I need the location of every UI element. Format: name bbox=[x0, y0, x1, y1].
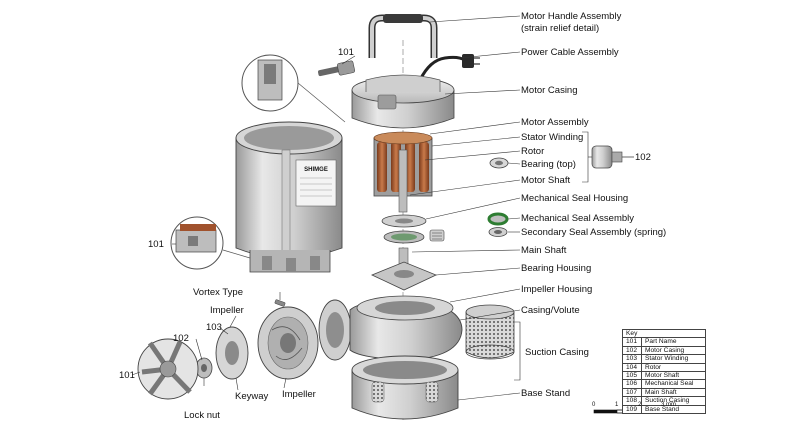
label-mechanical-seal-housing: Mechanical Seal Housing bbox=[521, 193, 629, 204]
key-table-header: Key bbox=[622, 328, 706, 339]
label-power-cable-assembly: Power Cable Assembly bbox=[521, 47, 619, 58]
key-part: Motor Shaft bbox=[641, 371, 706, 381]
suction-casing bbox=[465, 304, 515, 360]
detail-circle-top bbox=[241, 54, 346, 123]
volute-casing bbox=[318, 295, 463, 361]
label-motor-handle-assembly: Motor Handle Assembly bbox=[521, 11, 622, 22]
base-stand bbox=[351, 355, 459, 420]
vortex-impeller bbox=[137, 338, 199, 400]
label-bearing-housing: Bearing Housing bbox=[521, 263, 592, 274]
label-casing-volute: Casing/Volute bbox=[521, 305, 580, 316]
vortex-key bbox=[274, 299, 286, 307]
key-part: Motor Casing bbox=[641, 345, 706, 356]
label-impeller-bottom: Impeller bbox=[282, 389, 316, 400]
key-part: Base Stand bbox=[641, 404, 706, 415]
label-mechanical-seal-assembly: Mechanical Seal Assembly bbox=[521, 213, 634, 224]
scale-tick-0: 0 bbox=[592, 402, 596, 408]
callout-detail-101: 101 bbox=[148, 239, 164, 250]
scale-tick-1: 1 bbox=[615, 402, 619, 408]
cable-gland-part bbox=[318, 60, 356, 77]
callout-bearing-102: 102 bbox=[635, 152, 651, 163]
key-part: Rotor bbox=[641, 362, 706, 373]
key-part: Main Shaft bbox=[641, 387, 706, 398]
scale-tick-2: 2 bbox=[638, 402, 642, 408]
main-shaft-bearing-housing bbox=[371, 247, 437, 291]
key-code: 103 bbox=[622, 354, 642, 364]
detail-circle-left bbox=[170, 216, 251, 270]
label-impeller-top: Impeller bbox=[210, 305, 244, 316]
key-part: Stator Winding bbox=[641, 354, 706, 364]
impeller-large bbox=[257, 306, 319, 380]
label-stator-winding: Stator Winding bbox=[521, 132, 584, 143]
key-part: Part Name bbox=[641, 337, 706, 347]
label-strain-relief-detail: (strain relief detail) bbox=[521, 23, 600, 34]
callout-impeller-103: 103 bbox=[206, 322, 222, 333]
label-motor-shaft: Motor Shaft bbox=[521, 175, 571, 186]
key-code: 107 bbox=[622, 387, 642, 398]
impeller-ring bbox=[215, 326, 249, 380]
nameplate-brand: SHIMGE bbox=[304, 167, 328, 173]
key-code: 106 bbox=[622, 379, 642, 389]
label-motor-casing: Motor Casing bbox=[521, 85, 578, 96]
key-part: Mechanical Seal bbox=[641, 379, 706, 389]
motor-casing bbox=[351, 74, 455, 129]
label-main-shaft: Main Shaft bbox=[521, 245, 567, 256]
label-keyway: Keyway bbox=[235, 391, 269, 402]
leader-lines bbox=[131, 15, 592, 401]
label-lock-nut: Lock nut bbox=[184, 410, 220, 421]
label-suction-casing: Suction Casing bbox=[525, 347, 589, 358]
callout-impeller-101: 101 bbox=[119, 370, 135, 381]
scale-tick-3: 3 mm bbox=[661, 402, 676, 409]
key-table-title: Key bbox=[622, 328, 706, 339]
label-rotor: Rotor bbox=[521, 146, 545, 157]
secondary-seal-spring bbox=[429, 227, 508, 242]
key-code: 102 bbox=[622, 345, 642, 356]
scale-tick-3-value: 3 bbox=[661, 402, 665, 408]
power-cable bbox=[418, 54, 480, 81]
bearing-102-detail bbox=[591, 145, 634, 169]
label-impeller-housing: Impeller Housing bbox=[521, 284, 593, 295]
label-motor-assembly: Motor Assembly bbox=[521, 117, 589, 128]
label-bearing-top: Bearing (top) bbox=[521, 159, 576, 170]
mechanical-seal-assembly bbox=[487, 212, 509, 226]
motor-handle bbox=[368, 14, 438, 58]
label-base-stand: Base Stand bbox=[521, 388, 571, 399]
key-code: 105 bbox=[622, 371, 642, 381]
key-code: 101 bbox=[622, 337, 642, 347]
scale-unit: mm bbox=[666, 402, 677, 408]
key-part: Suction Casing bbox=[641, 396, 706, 406]
bearing-top bbox=[489, 157, 509, 169]
rotor-shaft bbox=[398, 149, 408, 213]
motor-body: SHIMGE bbox=[235, 121, 343, 273]
key-code: 104 bbox=[622, 362, 642, 373]
callout-locknut-102: 102 bbox=[173, 333, 189, 344]
label-secondary-seal-assembly: Secondary Seal Assembly (spring) bbox=[521, 227, 667, 238]
mechanical-seal-housing bbox=[381, 214, 427, 244]
callout-cable-101: 101 bbox=[338, 47, 354, 58]
label-vortex-type: Vortex Type bbox=[193, 287, 243, 298]
lock-nut bbox=[195, 357, 213, 379]
